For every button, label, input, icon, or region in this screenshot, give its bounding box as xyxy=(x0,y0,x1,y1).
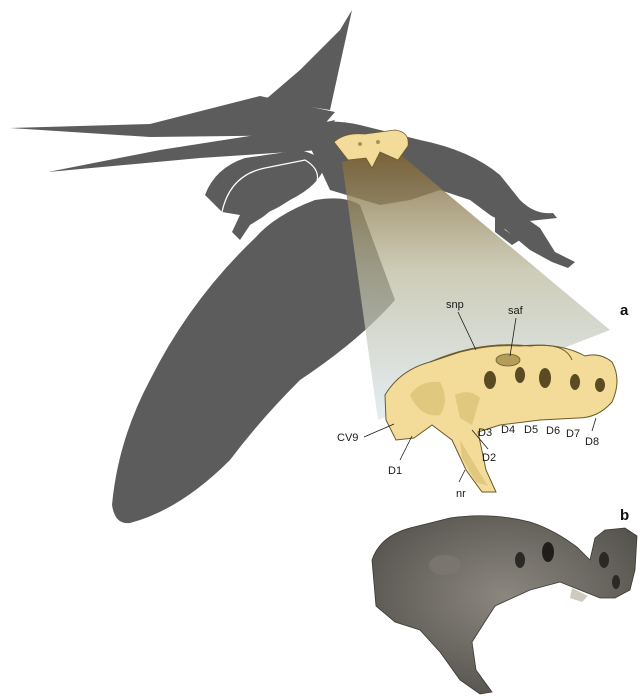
label-saf: saf xyxy=(508,305,524,317)
panel-b-label: b xyxy=(620,507,629,524)
label-cv9: CV9 xyxy=(337,432,358,444)
label-snp: snp xyxy=(446,299,464,311)
label-d1: D1 xyxy=(388,465,402,477)
panel-a-label: a xyxy=(620,302,629,319)
label-d6: D6 xyxy=(546,425,560,437)
label-d4: D4 xyxy=(501,424,515,436)
label-d3: D3 xyxy=(478,427,492,439)
label-nr: nr xyxy=(456,488,466,500)
label-d5: D5 xyxy=(524,424,538,436)
label-d2: D2 xyxy=(482,452,496,464)
label-d8: D8 xyxy=(585,436,599,448)
label-d7: D7 xyxy=(566,428,580,440)
notarium-bone-illustration xyxy=(385,345,617,492)
fossil-photograph xyxy=(372,516,637,694)
